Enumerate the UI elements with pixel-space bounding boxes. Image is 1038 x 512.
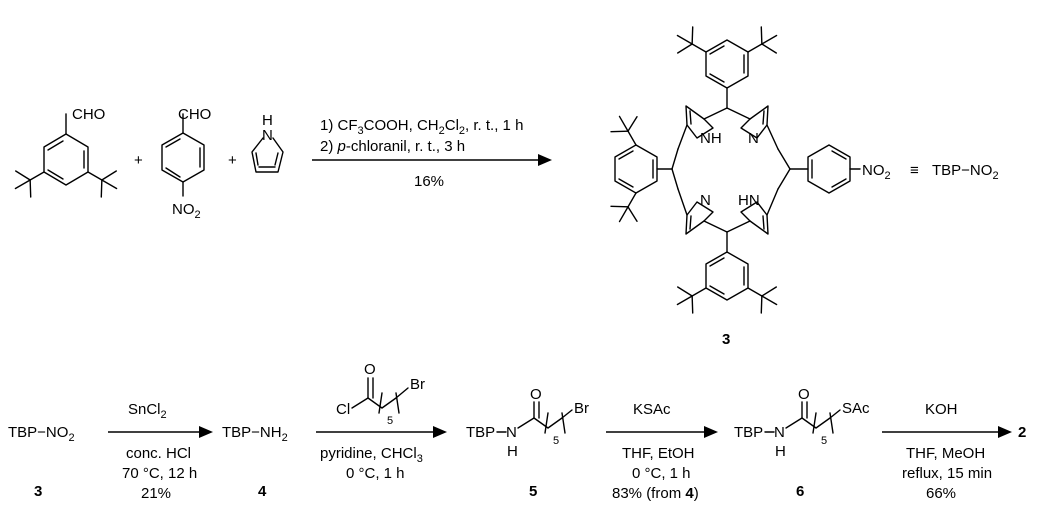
pyrrole-h: H [262,112,273,129]
step4-condition-1: THF, EtOH [622,445,695,462]
aldehyde1-cho: CHO [72,106,105,123]
porphyrin-no2: NO2 [862,162,891,182]
aldehyde2-cho: CHO [178,106,211,123]
reagent-cl: Cl [336,401,350,418]
step4-condition-2: 0 °C, 1 h [632,465,691,482]
product6-sac: SAc [842,400,870,417]
compound-label-3: 3 [722,331,730,348]
step2-yield: 21% [141,485,171,502]
product-thioacetate-6: TBP N H O 5 SAc [734,386,870,460]
step2-condition-1: conc. HCl [126,445,191,462]
compound-label-4: 4 [258,483,267,500]
compound-label-5: 5 [529,483,537,500]
reagent-repeat-n: 5 [387,415,393,427]
porphyrin-hn-bottom: HN [738,192,760,209]
reaction-arrow-step2 [108,426,213,438]
porphyrin-3: NO2 ≡ TBP−NO2 NH N N HN 3 [605,21,999,348]
product5-h: H [507,443,518,460]
product5-br: Br [574,400,589,417]
reagent-br: Br [410,376,425,393]
equivalence-sign: ≡ [910,162,919,179]
step5-reagent: KOH [925,401,958,418]
product6-tbp: TBP [734,424,763,441]
reactant-nitrobenzaldehyde: CHO NO2 [161,106,211,221]
compound-label-6: 6 [796,483,804,500]
reaction-arrow-step1 [312,154,552,166]
reagent-o: O [364,361,376,378]
product6-repeat-n: 5 [821,435,827,447]
step2-condition-2: 70 °C, 12 h [122,465,197,482]
step4-yield: 83% (from 4) [612,485,699,502]
product6-n: N [774,424,785,441]
start-tbp-no2: TBP−NO2 [8,424,75,444]
reaction-arrow-step5 [882,426,1012,438]
step4-reagent: KSAc [633,401,671,418]
pyrrole-n: N [262,127,273,144]
reagent-bromohexanoyl-chloride: Cl O 5 Br [336,361,425,427]
step5-condition-1: THF, MeOH [906,445,985,462]
abbreviation-tbp-no2: TBP−NO2 [932,162,999,182]
product5-o: O [530,386,542,403]
product6-h: H [775,443,786,460]
step3-condition-1: pyridine, CHCl3 [320,445,423,465]
step3-condition-2: 0 °C, 1 h [346,465,405,482]
reaction-arrow-step3 [316,426,447,438]
product5-tbp: TBP [466,424,495,441]
product-bromoamide-5: TBP N H O 5 Br [466,386,589,460]
porphyrin-n-top: N [748,130,759,147]
plus-sign: + [134,152,143,169]
step1-yield: 16% [414,173,444,190]
reactant-di-tert-butylbenzaldehyde: CHO [7,106,125,203]
product-tbp-nh2: TBP−NH2 [222,424,288,444]
product5-n: N [506,424,517,441]
aldehyde2-no2: NO2 [172,201,201,221]
product6-o: O [798,386,810,403]
reactant-pyrrole: N H [251,112,284,173]
compound-label-3-row2: 3 [34,483,42,500]
plus-sign: + [228,152,237,169]
step1-condition-2: 2) p-chloranil, r. t., 3 h [320,138,465,155]
product5-repeat-n: 5 [553,435,559,447]
step5-condition-2: reflux, 15 min [902,465,992,482]
reaction-arrow-step4 [606,426,718,438]
porphyrin-n-bottom: N [700,192,711,209]
step1-condition-1: 1) CF3COOH, CH2Cl2, r. t., 1 h [320,117,523,137]
step2-reagent: SnCl2 [128,401,167,421]
porphyrin-nh-top: NH [700,130,722,147]
compound-label-2: 2 [1018,424,1026,441]
step5-yield: 66% [926,485,956,502]
